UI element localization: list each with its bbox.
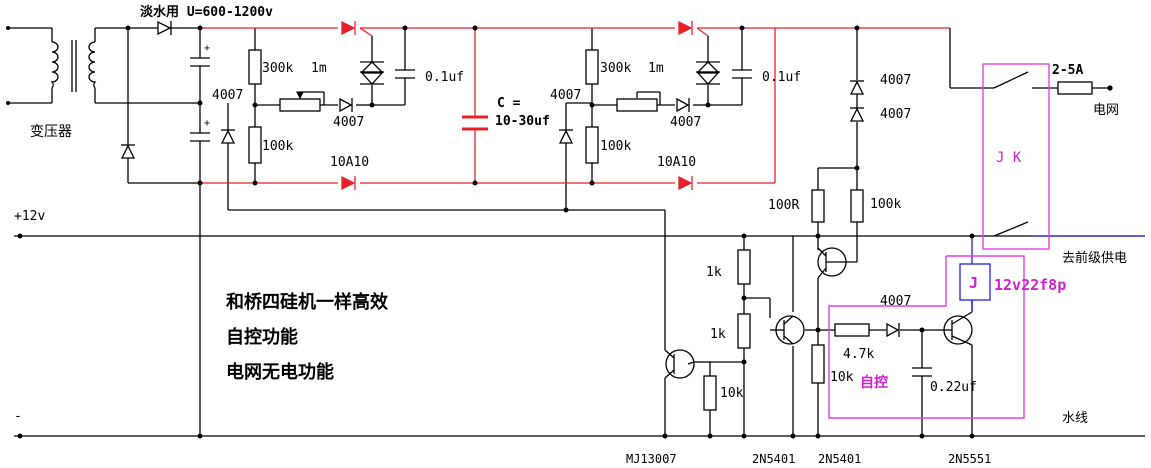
- relay-model-label: 12v22f8p: [994, 276, 1066, 294]
- diode-input: [157, 20, 172, 36]
- relay-jk-label: J K: [996, 150, 1022, 166]
- components: [120, 20, 1113, 411]
- transistor-label-2n5401-a: 2N5401: [752, 452, 795, 466]
- output-label: 2-5A: [1052, 63, 1083, 78]
- top-note: 淡水用 U=600-1200v: [140, 4, 273, 20]
- hv-diodes: [341, 20, 693, 191]
- diode-left-column: [120, 144, 136, 159]
- front-power-label: 去前级供电: [1062, 250, 1127, 266]
- diode-stack-2: [849, 107, 865, 122]
- diode-bottom-right: [678, 175, 693, 191]
- junctions: [6, 25, 975, 439]
- main-capacitor: [462, 115, 488, 131]
- res-10k-a: [703, 375, 717, 411]
- diode-4007-mid-left: [339, 97, 353, 113]
- res-4-7k: [834, 323, 870, 337]
- res-10k-b: [811, 344, 825, 384]
- feature-3: 电网无电功能: [226, 361, 334, 383]
- diode-top-right: [678, 20, 693, 36]
- res-300k-left: [248, 49, 262, 85]
- res-1k-b-label: 1k: [710, 327, 726, 342]
- res-100k-right-label: 100k: [870, 197, 901, 212]
- svg-text:+: +: [204, 118, 210, 129]
- res-1k-b: [737, 313, 751, 349]
- rail-minus-label: -: [14, 409, 22, 424]
- jk-relay-box: [982, 63, 1050, 250]
- res-4-7k-label: 4.7k: [843, 347, 874, 362]
- transistor-label-2n5551: 2N5551: [948, 452, 991, 466]
- transformer-label: 变压器: [30, 124, 72, 140]
- left-pot: 1m: [311, 61, 327, 76]
- diode-top-left: [341, 20, 356, 36]
- res-1k-a: [737, 249, 751, 285]
- diode-4007-ctrl: [886, 322, 900, 338]
- thyristor-right: [696, 61, 720, 73]
- grid-label: 电网: [1093, 103, 1119, 118]
- cap-022-label: 0.22uf: [930, 380, 977, 395]
- right-res-bottom: 100k: [600, 139, 631, 154]
- diode-4007-mid-right: [676, 97, 690, 113]
- right-diode-mid: 4007: [670, 115, 701, 130]
- hv-wiring: [200, 27, 950, 184]
- left-res-bottom: 100k: [262, 139, 293, 154]
- diode-4007-left: [220, 129, 236, 144]
- right-10a10: 10A10: [657, 155, 696, 170]
- res-100k-left: [248, 126, 262, 164]
- diode-4007-ctrl-label: 4007: [880, 294, 911, 309]
- pot-1m-left: [279, 98, 321, 112]
- diode-stack-1: [849, 80, 865, 95]
- res-100k-right: [585, 126, 599, 164]
- relay-coil: [959, 263, 991, 301]
- rail-plus-label: +12v: [14, 209, 45, 224]
- res-10k-a-label: 10k: [720, 386, 744, 401]
- magenta-boxes: [828, 63, 1050, 419]
- right-res-top: 300k: [600, 61, 631, 76]
- left-diode-mid: 4007: [333, 115, 364, 130]
- diode-4007-right: [558, 129, 574, 144]
- feature-2: 自控功能: [226, 326, 298, 348]
- left-10a10: 10A10: [330, 155, 369, 170]
- res-10k-b-label: 10k: [830, 370, 854, 385]
- relay-j-label: J: [969, 274, 978, 292]
- right-pot: 1m: [648, 61, 664, 76]
- right-diode-side: 4007: [550, 88, 581, 103]
- transistor-label-2n5401-b: 2N5401: [818, 452, 861, 466]
- labels: 淡水用 U=600-1200v 变压器 300k 1m 100k 4007 40…: [14, 4, 1127, 466]
- pot-1m-right: [616, 98, 658, 112]
- res-100r: [811, 189, 825, 223]
- left-cap: 0.1uf: [425, 70, 464, 85]
- transistor-label-mj13007: MJ13007: [626, 452, 677, 466]
- right-cap: 0.1uf: [762, 70, 801, 85]
- res-100k-right-col: [850, 189, 864, 223]
- fuse: [1057, 81, 1093, 95]
- auto-control-label: 自控: [860, 374, 888, 391]
- stack-diode-1: 4007: [880, 73, 911, 88]
- main-cap-value: 10-30uf: [495, 114, 550, 129]
- svg-text:+: +: [204, 43, 210, 54]
- left-res-top: 300k: [262, 61, 293, 76]
- res-100r-label: 100R: [768, 198, 799, 213]
- relay-wiring: [959, 235, 1145, 312]
- feature-1: 和桥四硅机一样高效: [226, 291, 389, 313]
- left-diode-side: 4007: [212, 88, 243, 103]
- switch-grid: [993, 71, 1029, 89]
- switch-front-power: [993, 221, 1029, 237]
- res-300k-right: [585, 49, 599, 85]
- water-line-label: 水线: [1062, 411, 1088, 426]
- main-cap-name: C =: [497, 96, 521, 111]
- res-1k-a-label: 1k: [706, 265, 722, 280]
- thyristor-left: [360, 61, 384, 73]
- auto-control-box: [828, 255, 1025, 419]
- diode-bottom-left: [341, 175, 356, 191]
- stack-diode-2: 4007: [880, 107, 911, 122]
